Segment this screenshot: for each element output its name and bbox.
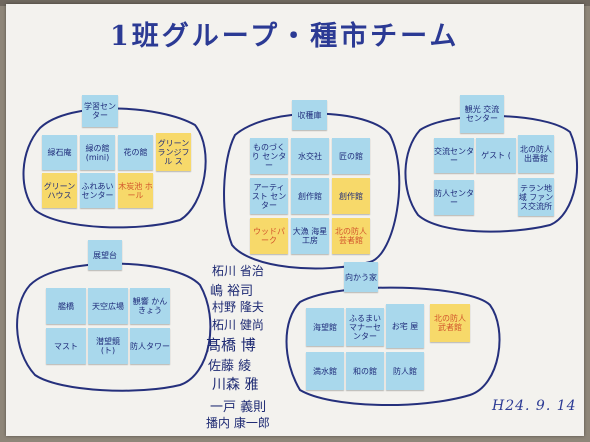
note-tenbodai-6: 防人タワー (130, 328, 170, 364)
note-mukaikan-3: お宅 屋 (386, 304, 424, 348)
note-shukakusa-5: 創作館 (291, 178, 329, 214)
note-shukakusa-4: アーティスト センター (250, 178, 288, 214)
note-kanko-5: テラン地域 ファンス交流所 (518, 178, 554, 216)
note-gakushu-5: グリーンハウス (42, 173, 77, 208)
member-name-5: 髙橋 博 (206, 336, 256, 354)
header-mukaikan: 向かう家 (344, 262, 378, 292)
note-mukaikan-1: 海望館 (306, 308, 344, 346)
loop-mukaikan (285, 286, 501, 406)
note-tenbodai-3: 観響 かんきょう (130, 288, 170, 324)
member-name-6: 佐藤 綾 (208, 359, 252, 374)
member-name-8: 一戸 義則 (210, 400, 267, 415)
note-tenbodai-5: 潜望鏡 (ト) (88, 328, 128, 364)
note-gakushu-4: グリーン ランジフル ス (156, 133, 191, 171)
wall-top (0, 0, 590, 6)
note-mukaikan-6: 和の館 (346, 352, 384, 390)
header-tenbodai: 展望台 (88, 240, 122, 270)
note-mukaikan-5: 満水館 (306, 352, 344, 390)
note-shukakusa-1: ものづくり センター (250, 138, 288, 174)
note-kanko-3: 北の防人 出番館 (518, 135, 554, 173)
loop-kanko (404, 114, 578, 233)
note-gakushu-1: 緑石庵 (42, 135, 77, 170)
note-shukakusa-3: 匠の館 (332, 138, 370, 174)
note-shukakusa-7: ウッドパーク (250, 218, 288, 254)
note-shukakusa-8: 大漁 海星 工房 (291, 218, 329, 254)
loop-tenbodai (16, 262, 212, 392)
note-tenbodai-4: マスト (46, 328, 86, 364)
note-shukakusa-6: 創作館 (332, 178, 370, 214)
member-name-7: 川森 雅 (212, 377, 259, 393)
note-gakushu-7: 木炭池 ホール (118, 173, 153, 208)
member-name-3: 村野 隆夫 (212, 300, 264, 314)
loop-gakushu (22, 107, 207, 229)
note-gakushu-2: 緑の館 (mini) (80, 135, 115, 170)
note-shukakusa-9: 北の防人 芸者館 (332, 218, 370, 254)
note-tenbodai-1: 艦橋 (46, 288, 86, 324)
header-shukakusa: 収穫庫 (292, 100, 327, 130)
loop-shukakusa (223, 112, 401, 270)
note-kanko-1: 交流センター (434, 138, 474, 173)
note-kanko-4: 防人センター (434, 180, 474, 215)
poster-title: 1班グループ・種市チーム (110, 21, 460, 52)
poster-date: H24. 9. 14 (492, 398, 577, 414)
header-gakushu: 学習センター (82, 95, 118, 127)
member-name-2: 嶋 裕司 (210, 284, 254, 299)
note-mukaikan-4: 北の防人 武者館 (430, 304, 470, 342)
note-shukakusa-2: 水交社 (291, 138, 329, 174)
note-mukaikan-7: 防人館 (386, 352, 424, 390)
note-gakushu-3: 花の館 (118, 135, 153, 170)
member-name-4: 柘川 健尚 (212, 318, 264, 332)
header-kanko: 観光 交流 センター (460, 95, 504, 133)
note-gakushu-6: ふれあい センター (80, 173, 115, 208)
member-name-9: 播内 康一郎 (206, 416, 270, 430)
note-tenbodai-2: 天空広場 (88, 288, 128, 324)
note-kanko-2: ゲスト ( (476, 138, 516, 173)
member-name-1: 柘川 省治 (212, 264, 264, 278)
note-mukaikan-2: ふるまい マナーセンター (346, 308, 384, 346)
